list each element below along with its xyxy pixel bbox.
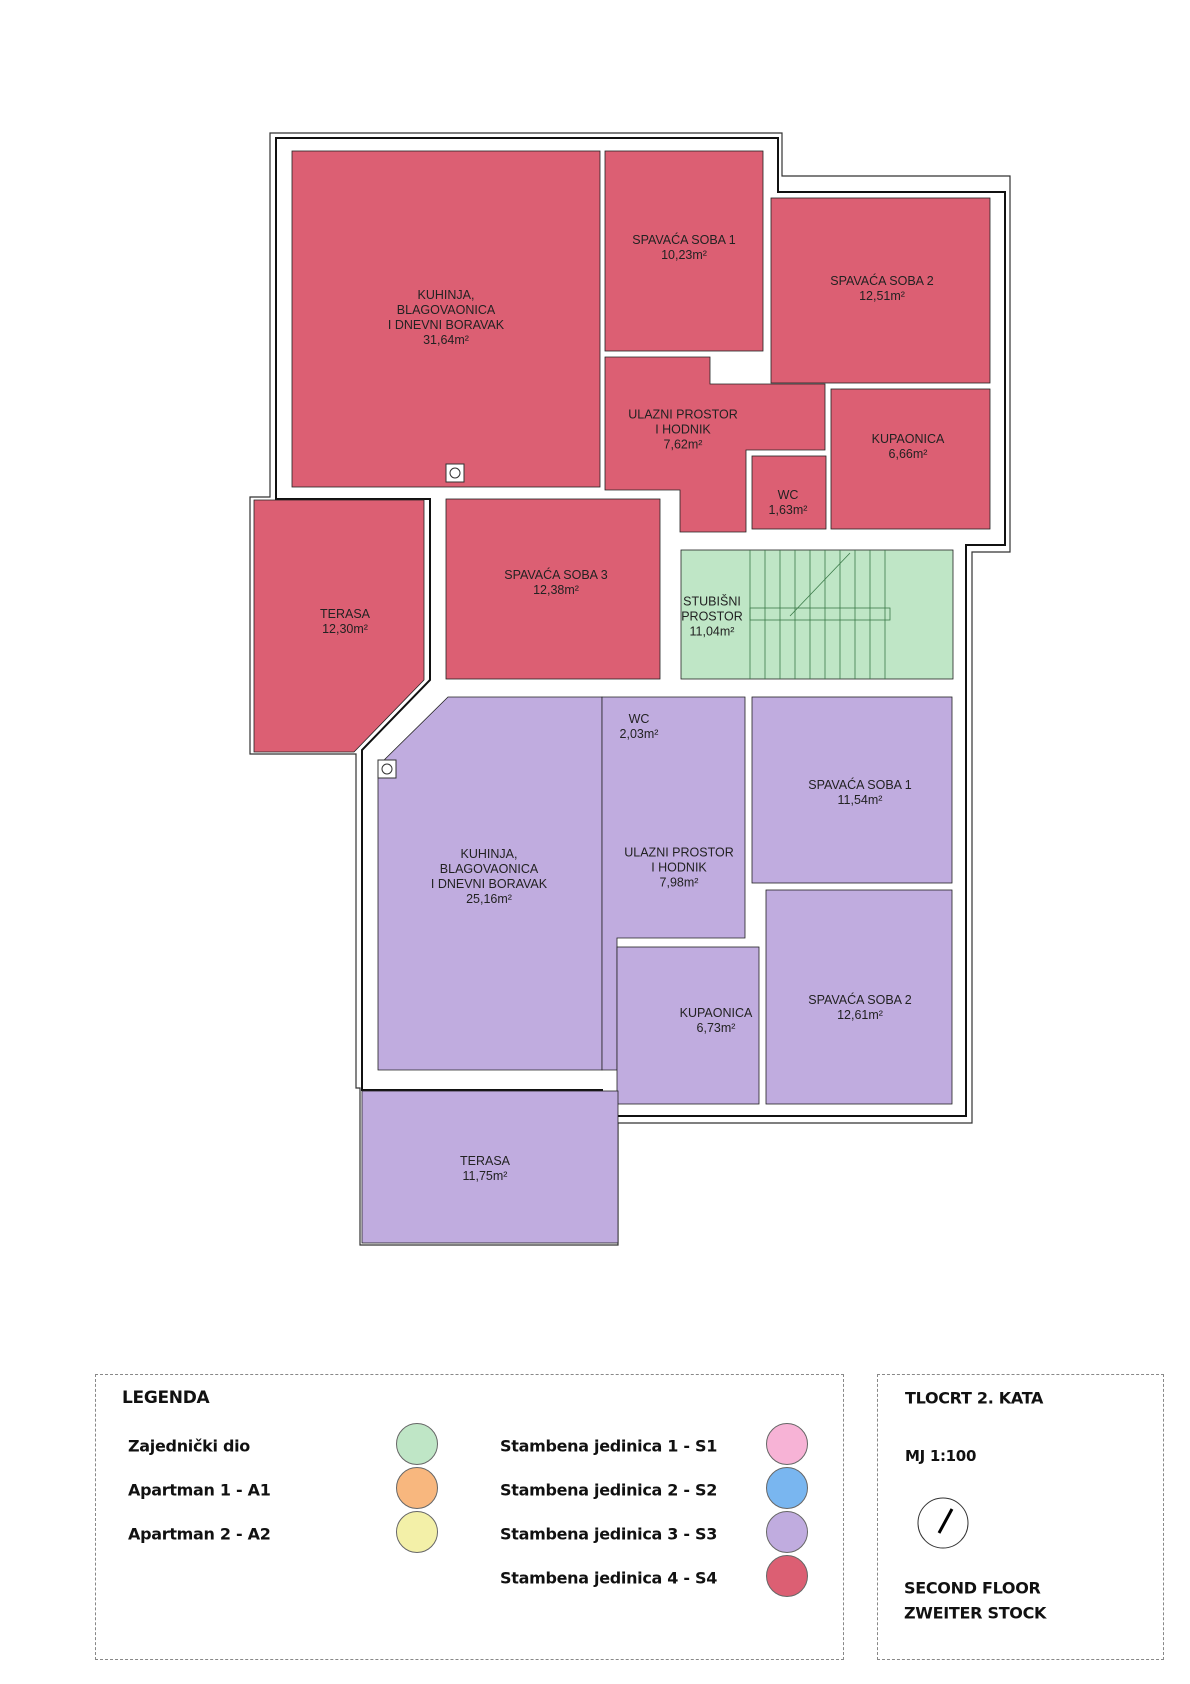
legend-swatch-s1: [766, 1423, 808, 1465]
label-line: PROSTOR: [681, 609, 743, 624]
room-name: SPAVAĆA SOBA 1: [808, 778, 912, 792]
room-s4-hall: [604, 356, 826, 533]
label-line: I HODNIK: [655, 422, 711, 437]
room-name: TERASA: [319, 607, 371, 621]
legend-swatch-common: [396, 1423, 438, 1465]
unit-s3: [361, 696, 953, 1244]
room-s4-kitchen: [291, 150, 601, 488]
room-area: 11,54m²: [837, 793, 883, 807]
room-s3-bed1: [751, 696, 953, 884]
floor-name-de: ZWEITER STOCK: [904, 1603, 1047, 1623]
room-area: 11,04m²: [689, 624, 735, 639]
room-area: 1,63m²: [768, 503, 808, 517]
room-area: 7,62m²: [663, 437, 703, 452]
room-stairs: [680, 549, 954, 680]
chimney-icon: [445, 463, 465, 483]
room-name: WC: [628, 712, 650, 726]
label-line: I DNEVNI BORAVAK: [387, 318, 505, 332]
room-name: SPAVAĆA SOBA 3: [504, 568, 608, 582]
label-line: KUHINJA,: [460, 847, 518, 861]
room-s3-bed2: [765, 889, 953, 1105]
room-s4-terrace: [253, 499, 425, 753]
legend-label: Zajednički dio: [128, 1436, 250, 1456]
label-line: BLAGOVAONICA: [396, 303, 496, 317]
room-s3-kitchen: [377, 696, 603, 1071]
room-name: TERASA: [459, 1154, 511, 1168]
room-s3-bath: [616, 946, 760, 1105]
room-area: 12,51m²: [859, 289, 905, 303]
legend-box: [95, 1374, 844, 1660]
room-area: 25,16m²: [466, 892, 512, 906]
room-area: 12,61m²: [837, 1008, 883, 1022]
floor-name-en: SECOND FLOOR: [904, 1578, 1041, 1598]
room-name: SPAVAĆA SOBA 1: [632, 233, 736, 247]
legend-label: Apartman 1 - A1: [128, 1480, 271, 1500]
legend-label: Stambena jedinica 3 - S3: [500, 1524, 718, 1544]
room-name: KUPAONICA: [871, 432, 945, 446]
label-line: I DNEVNI BORAVAK: [430, 877, 548, 891]
room-s4-bed2: [770, 197, 991, 384]
room-area: 12,38m²: [533, 583, 579, 597]
legend-title: LEGENDA: [122, 1388, 210, 1408]
room-s3-terrace: [361, 1090, 619, 1244]
room-name: SPAVAĆA SOBA 2: [808, 993, 912, 1007]
sheet-title: TLOCRT 2. KATA: [905, 1388, 1044, 1408]
north-arrow-icon: [917, 1497, 969, 1549]
room-area: 6,66m²: [888, 447, 928, 461]
legend-swatch-s3: [766, 1511, 808, 1553]
title-block: [877, 1374, 1164, 1660]
label-line: ULAZNI PROSTOR: [628, 407, 738, 422]
room-name: WC: [777, 488, 799, 502]
room-s4-bed3: [445, 498, 661, 680]
room-s4-bed1: [604, 150, 764, 352]
room-s3-hall: [601, 696, 746, 1071]
room-area: 12,30m²: [322, 622, 368, 636]
room-area: 31,64m²: [423, 333, 469, 347]
room-s4-bath: [830, 388, 991, 530]
room-area: 2,03m²: [619, 727, 659, 741]
label-line: ULAZNI PROSTOR: [624, 845, 734, 860]
scale-label: MJ 1:100: [905, 1447, 977, 1465]
room-area: 7,98m²: [659, 875, 699, 890]
legend-label: Stambena jedinica 2 - S2: [500, 1480, 718, 1500]
legend-label: Apartman 2 - A2: [128, 1524, 271, 1544]
legend-swatch-s4: [766, 1555, 808, 1597]
legend-swatch-a2: [396, 1511, 438, 1553]
label-line: I HODNIK: [651, 860, 707, 875]
room-area: 11,75m²: [462, 1169, 508, 1183]
room-area: 10,23m²: [661, 248, 707, 262]
legend-label: Stambena jedinica 1 - S1: [500, 1436, 718, 1456]
unit-s4: [253, 150, 991, 753]
legend-label: Stambena jedinica 4 - S4: [500, 1568, 718, 1588]
stairwell: [680, 549, 954, 680]
room-s4-wc: [751, 455, 827, 530]
label-line: KUHINJA,: [417, 288, 475, 302]
chimney-icon: [377, 759, 397, 779]
room-name: KUPAONICA: [679, 1006, 753, 1020]
room-name: SPAVAĆA SOBA 2: [830, 274, 934, 288]
label-line: STUBIŠNI: [683, 594, 741, 609]
room-area: 6,73m²: [696, 1021, 736, 1035]
legend-swatch-s2: [766, 1467, 808, 1509]
legend-swatch-a1: [396, 1467, 438, 1509]
label-line: BLAGOVAONICA: [439, 862, 539, 876]
